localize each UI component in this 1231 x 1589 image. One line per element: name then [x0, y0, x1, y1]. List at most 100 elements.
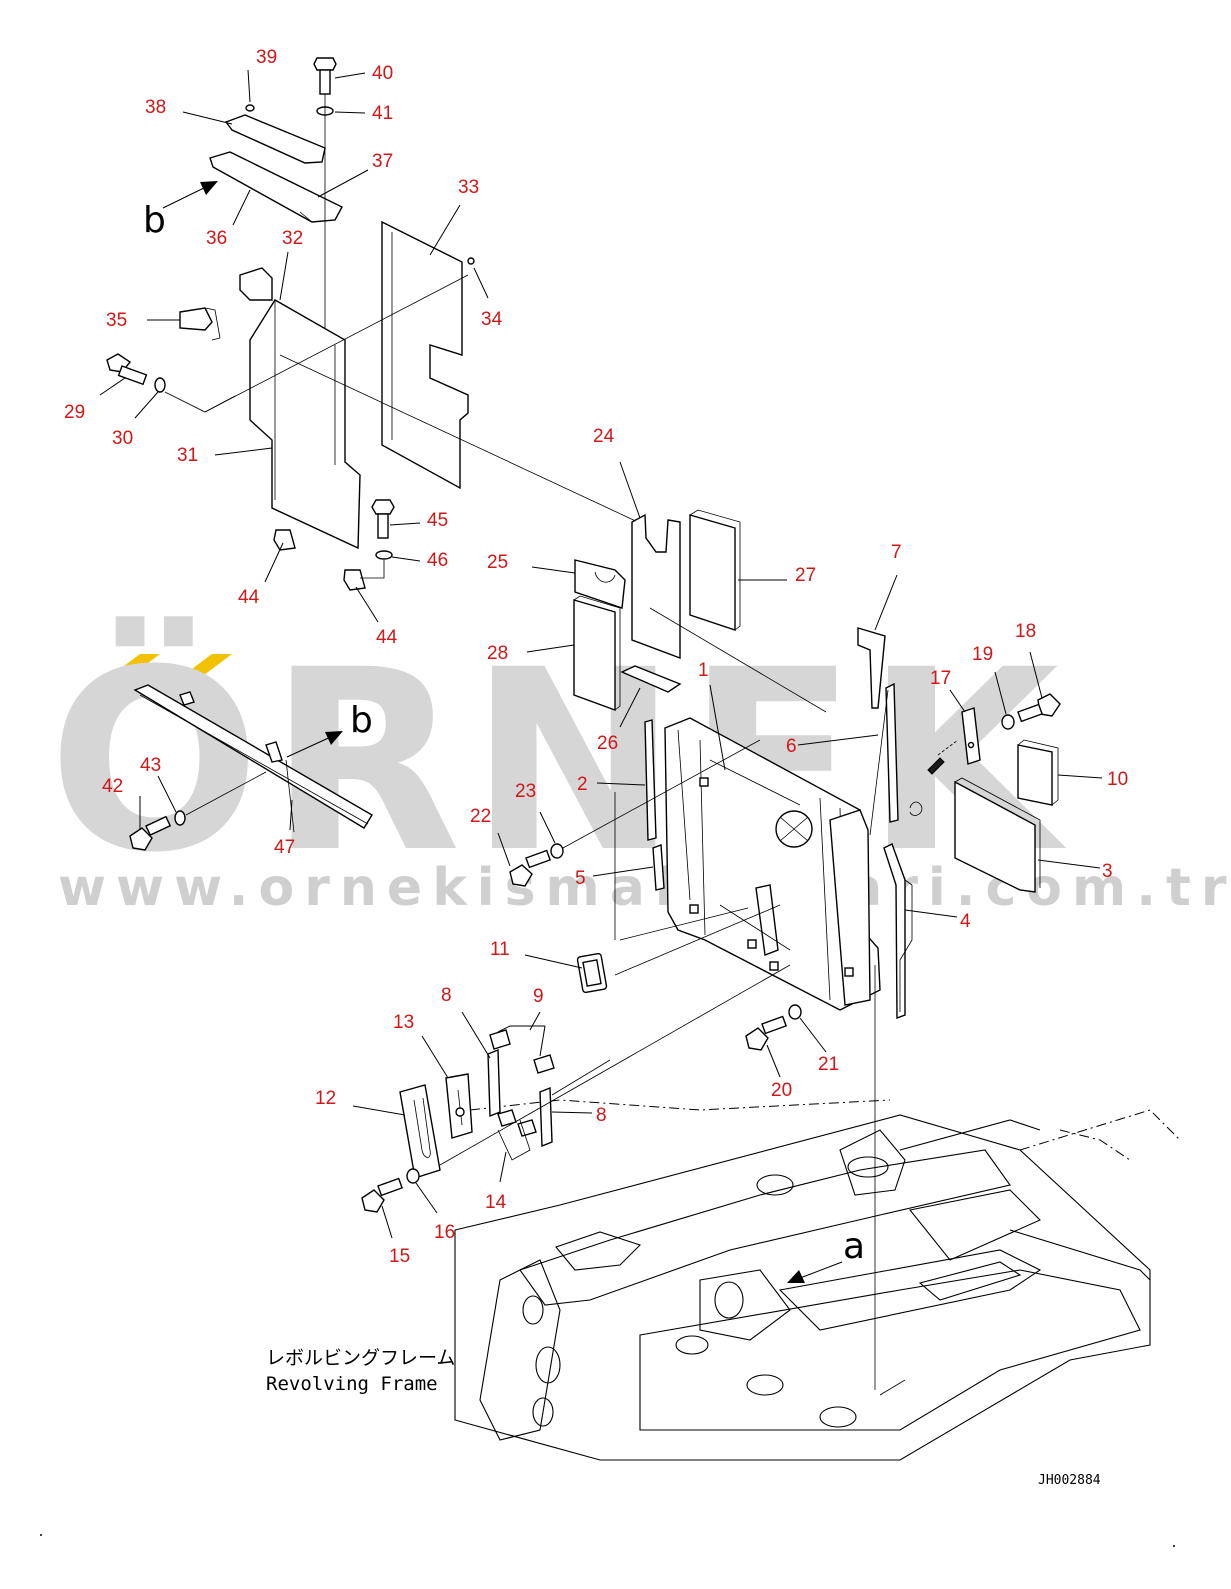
callout-31: 31	[177, 445, 198, 466]
callout-41: 41	[372, 103, 393, 124]
part-2-strip	[644, 719, 657, 841]
callout-46: 46	[427, 550, 448, 571]
part-43-washer	[174, 810, 186, 826]
callout-19: 19	[972, 644, 993, 665]
part-10-pad	[1017, 744, 1053, 806]
part-17-bracket	[961, 707, 981, 765]
watermark-accent-marks	[108, 654, 232, 678]
part-12-plate	[399, 1084, 441, 1179]
part-26-strip	[620, 665, 682, 693]
part-35-clip	[179, 307, 213, 331]
callout-20: 20	[771, 1080, 792, 1101]
part-45-bolt	[371, 499, 395, 539]
callout-11: 11	[490, 939, 510, 960]
part-46-washer	[375, 550, 393, 560]
callout-47: 47	[274, 837, 295, 858]
callout-10: 10	[1107, 769, 1128, 790]
view-marker-b-top: b	[143, 200, 166, 241]
corner-dot-left	[40, 1534, 42, 1536]
part-22-bolt	[509, 849, 551, 887]
callout-23: 23	[515, 781, 536, 802]
callout-33: 33	[458, 177, 479, 198]
part-29-bolt	[106, 353, 148, 386]
part-24-panel	[631, 513, 681, 660]
callout-18: 18	[1015, 621, 1036, 642]
part-8-strip-b	[539, 1086, 553, 1148]
part-25-block	[574, 559, 626, 609]
callout-26: 26	[597, 733, 618, 754]
part-23-washer	[550, 843, 564, 859]
part-11-grommet	[576, 952, 608, 994]
part-13-plate	[445, 1073, 473, 1139]
callout-3: 3	[1102, 861, 1113, 882]
upper-cover-assembly	[106, 57, 641, 591]
callout-8a: 8	[441, 985, 452, 1006]
callout-40: 40	[372, 63, 393, 84]
drawing-code: JH002884	[1038, 1473, 1101, 1488]
callout-7: 7	[891, 542, 902, 563]
callout-4: 4	[960, 911, 971, 932]
revolving-frame	[454, 1099, 1181, 1461]
callout-6: 6	[786, 736, 797, 757]
part-47-rail	[129, 684, 373, 851]
part-6-strip	[885, 682, 899, 823]
part-14-block-b	[517, 1119, 537, 1137]
callout-29: 29	[64, 402, 85, 423]
callout-32: 32	[282, 228, 303, 249]
part-1-main-frame	[614, 717, 881, 1011]
callout-44a: 44	[238, 587, 260, 608]
callout-9: 9	[533, 986, 544, 1007]
part-30-washer	[154, 377, 166, 393]
part-20-bolt	[745, 1015, 787, 1051]
callout-39: 39	[256, 47, 277, 68]
callout-42: 42	[102, 776, 123, 797]
part-32-bracket	[239, 267, 273, 301]
part-36-bracket	[209, 151, 343, 223]
callout-28: 28	[487, 643, 508, 664]
watermark: ÖRNEK www.ornekismakinalari.com.tr	[48, 616, 1231, 918]
umlaut-left-mark	[108, 654, 160, 678]
part-38-plate	[224, 114, 326, 164]
callout-14: 14	[485, 1192, 507, 1213]
callout-35: 35	[106, 310, 127, 331]
part-19-washer	[1001, 714, 1015, 730]
watermark-url: www.ornekismakinalari.com.tr	[58, 858, 1231, 918]
part-7-wedge	[857, 627, 886, 709]
part-27-pad	[689, 514, 736, 631]
callout-43: 43	[140, 755, 161, 776]
callout-38: 38	[145, 97, 166, 118]
center-panels	[573, 509, 827, 713]
callout-25: 25	[487, 552, 508, 573]
part-39-cap	[245, 104, 255, 112]
caption-english: Revolving Frame	[266, 1373, 438, 1395]
part-31-panel	[249, 299, 361, 550]
part-9-block-a	[489, 1029, 511, 1050]
leader-lines	[99, 69, 1103, 1239]
callout-12: 12	[315, 1088, 336, 1109]
callout-2: 2	[577, 774, 588, 795]
view-arrows	[162, 181, 843, 1283]
callout-30: 30	[112, 428, 133, 449]
callouts: 1 2 3 4 5 6 7 8 8 9 10 11 12 13 14 15 16…	[64, 47, 1128, 1267]
callout-34: 34	[481, 309, 503, 330]
part-9-block-b	[533, 1054, 555, 1074]
part-16-washer	[406, 1168, 420, 1184]
callout-13: 13	[393, 1012, 414, 1033]
part-3-panel	[954, 780, 1036, 893]
callout-22: 22	[470, 806, 491, 827]
callout-16: 16	[434, 1222, 455, 1243]
callout-27: 27	[795, 565, 816, 586]
umlaut-right-mark	[180, 654, 232, 678]
callout-5: 5	[575, 868, 586, 889]
callout-37: 37	[372, 151, 393, 172]
view-marker-a: a	[843, 1226, 865, 1267]
corner-dot-right	[1173, 1545, 1175, 1547]
part-28-pad	[573, 599, 616, 712]
callout-44b: 44	[376, 627, 398, 648]
callout-1: 1	[698, 660, 709, 681]
part-18-bolt	[1017, 693, 1061, 723]
callout-17: 17	[930, 668, 951, 689]
callout-15: 15	[389, 1246, 410, 1267]
callout-36: 36	[206, 228, 227, 249]
